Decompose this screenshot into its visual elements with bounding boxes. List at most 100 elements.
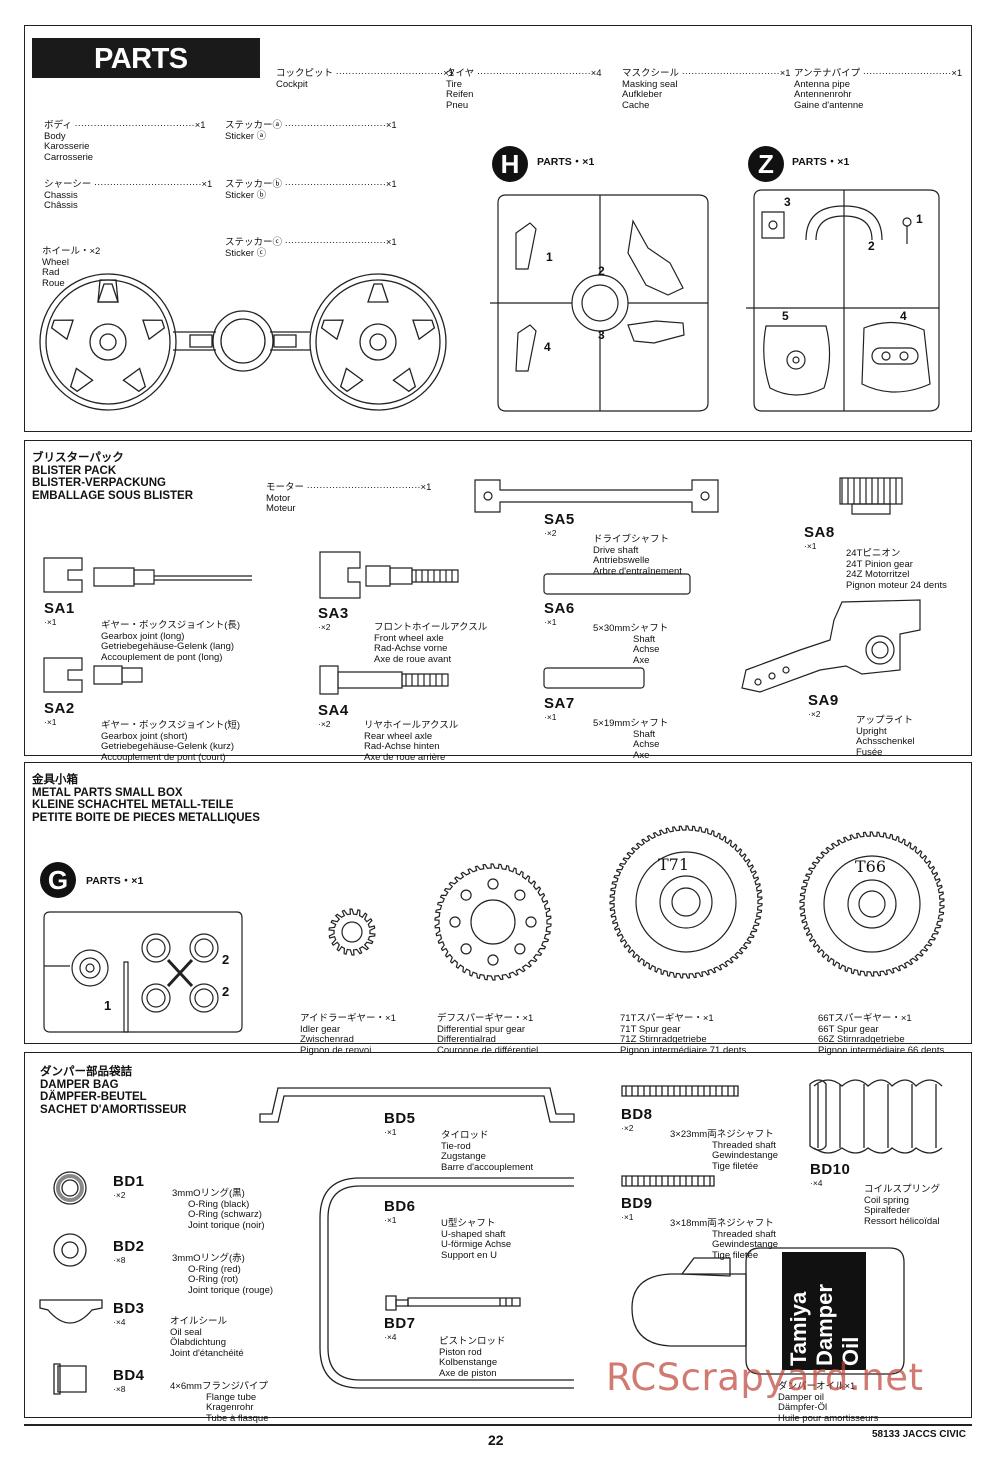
wheel-parts-drawing xyxy=(38,272,438,422)
watermark: RCScrapyard.net xyxy=(606,1356,924,1399)
oil-bottle-text-2: Damper xyxy=(812,1284,837,1366)
damper-parts-drawing: Tamiya Damper Oil xyxy=(30,1078,965,1413)
sa1-desc: ギヤー・ボックスジョイント(長)Gearbox joint (long)Getr… xyxy=(101,620,241,663)
spur71-inner xyxy=(636,852,736,952)
spur66-hub xyxy=(848,880,896,928)
sticker-b-label: ステッカーⓑ ································×… xyxy=(225,179,397,201)
tree-z-drawing: 1 2 3 4 5 xyxy=(744,188,944,413)
tree-g-label: PARTS・×1 xyxy=(86,875,144,887)
tree-g-num-1: 1 xyxy=(104,998,111,1013)
bd4-item: BD4·×8 xyxy=(113,1367,145,1394)
sticker-c-label: ステッカーⓒ ································×… xyxy=(225,237,397,259)
tree-z-num-3: 3 xyxy=(784,195,791,209)
spur71-gear-icon xyxy=(610,826,762,978)
spur66-gear-icon xyxy=(800,832,944,976)
tree-g-drawing: 1 2 2 xyxy=(42,908,247,1034)
spur71-mark: T71 xyxy=(658,855,689,874)
masking-seal-label: マスクシール ·······························×1… xyxy=(622,68,791,111)
diff-gear-icon xyxy=(435,864,551,980)
tree-z-badge: Z xyxy=(748,146,784,182)
tree-h-label: PARTS・×1 xyxy=(537,156,595,168)
spur66-inner xyxy=(824,856,920,952)
sa5-item: SA5·×2 xyxy=(544,511,575,538)
damper-section xyxy=(24,1052,972,1418)
tree-z-num-4: 4 xyxy=(900,309,907,323)
sa3-item: SA3·×2 xyxy=(318,605,349,632)
sa4-item: SA4·×2 xyxy=(318,702,349,729)
bd5-item: BD5·×1 xyxy=(384,1110,416,1137)
tree-h-num-3: 3 xyxy=(598,328,605,342)
tree-z-label: PARTS・×1 xyxy=(792,156,850,168)
sa2-desc: ギヤー・ボックスジョイント(短)Gearbox joint (short)Get… xyxy=(101,720,241,763)
blister-section xyxy=(24,440,972,756)
tree-z-num-2: 2 xyxy=(868,239,875,253)
tree-g-num-2b: 2 xyxy=(222,984,229,999)
sa2-item: SA2·×1 xyxy=(44,700,75,727)
footer-rule xyxy=(24,1424,972,1426)
oil-bottle-text-1: Tamiya xyxy=(786,1291,811,1366)
bd8-item: BD8·×2 xyxy=(621,1106,653,1133)
parts-section xyxy=(24,25,972,432)
metal-gears-drawing: T71 T66 xyxy=(300,822,960,992)
bd3-item: BD3·×4 xyxy=(113,1300,145,1327)
bd10-item: BD10·×4 xyxy=(810,1161,851,1188)
diff-gear-hole xyxy=(461,944,471,954)
spur71-bore xyxy=(672,888,700,916)
cockpit-label: コックピット ·································… xyxy=(276,68,455,90)
parts-banner: PARTS xyxy=(32,38,260,78)
diff-gear-hole xyxy=(488,955,498,965)
tree-z-num-5: 5 xyxy=(782,309,789,323)
tire-label: タイヤ ····································… xyxy=(446,68,602,111)
tree-g-num-2a: 2 xyxy=(222,952,229,967)
diff-gear-hole xyxy=(461,890,471,900)
tree-z-num-1: 1 xyxy=(916,212,923,226)
spur66-bore xyxy=(859,891,885,917)
body-label: ボディ ····································… xyxy=(44,120,206,163)
diff-gear-hole xyxy=(450,917,460,927)
diff-gear-hub xyxy=(471,900,515,944)
parts-title: PARTS xyxy=(94,43,188,75)
tree-h-num-2: 2 xyxy=(598,264,605,278)
diff-gear-hole xyxy=(488,879,498,889)
bd2-item: BD2·×8 xyxy=(113,1238,145,1265)
motor-label: モーター ···································… xyxy=(266,482,432,514)
bd2-desc: 3mmOリング(赤)O-Ring (red)O-Ring (rot)Joint … xyxy=(172,1253,274,1296)
idler-gear-hub xyxy=(342,922,362,942)
bd7-item: BD7·×4 xyxy=(384,1315,416,1342)
tree-g-badge: G xyxy=(40,862,76,898)
chassis-label: シャーシー ··································… xyxy=(44,179,213,211)
diff-gear-hole xyxy=(526,917,536,927)
sa1-item: SA1·×1 xyxy=(44,600,75,627)
spur71-hub xyxy=(660,876,712,928)
tree-h-badge: H xyxy=(492,146,528,182)
bd1-item: BD1·×2 xyxy=(113,1173,145,1200)
sticker-a-label: ステッカーⓐ ································×… xyxy=(225,120,397,142)
sa8-item: SA8·×1 xyxy=(804,524,835,551)
metal-section xyxy=(24,762,972,1044)
sa6-item: SA6·×1 xyxy=(544,600,575,627)
model-name: 58133 JACCS CIVIC xyxy=(872,1429,966,1440)
tree-h-num-1: 1 xyxy=(546,250,553,264)
sa9-item: SA9·×2 xyxy=(808,692,839,719)
